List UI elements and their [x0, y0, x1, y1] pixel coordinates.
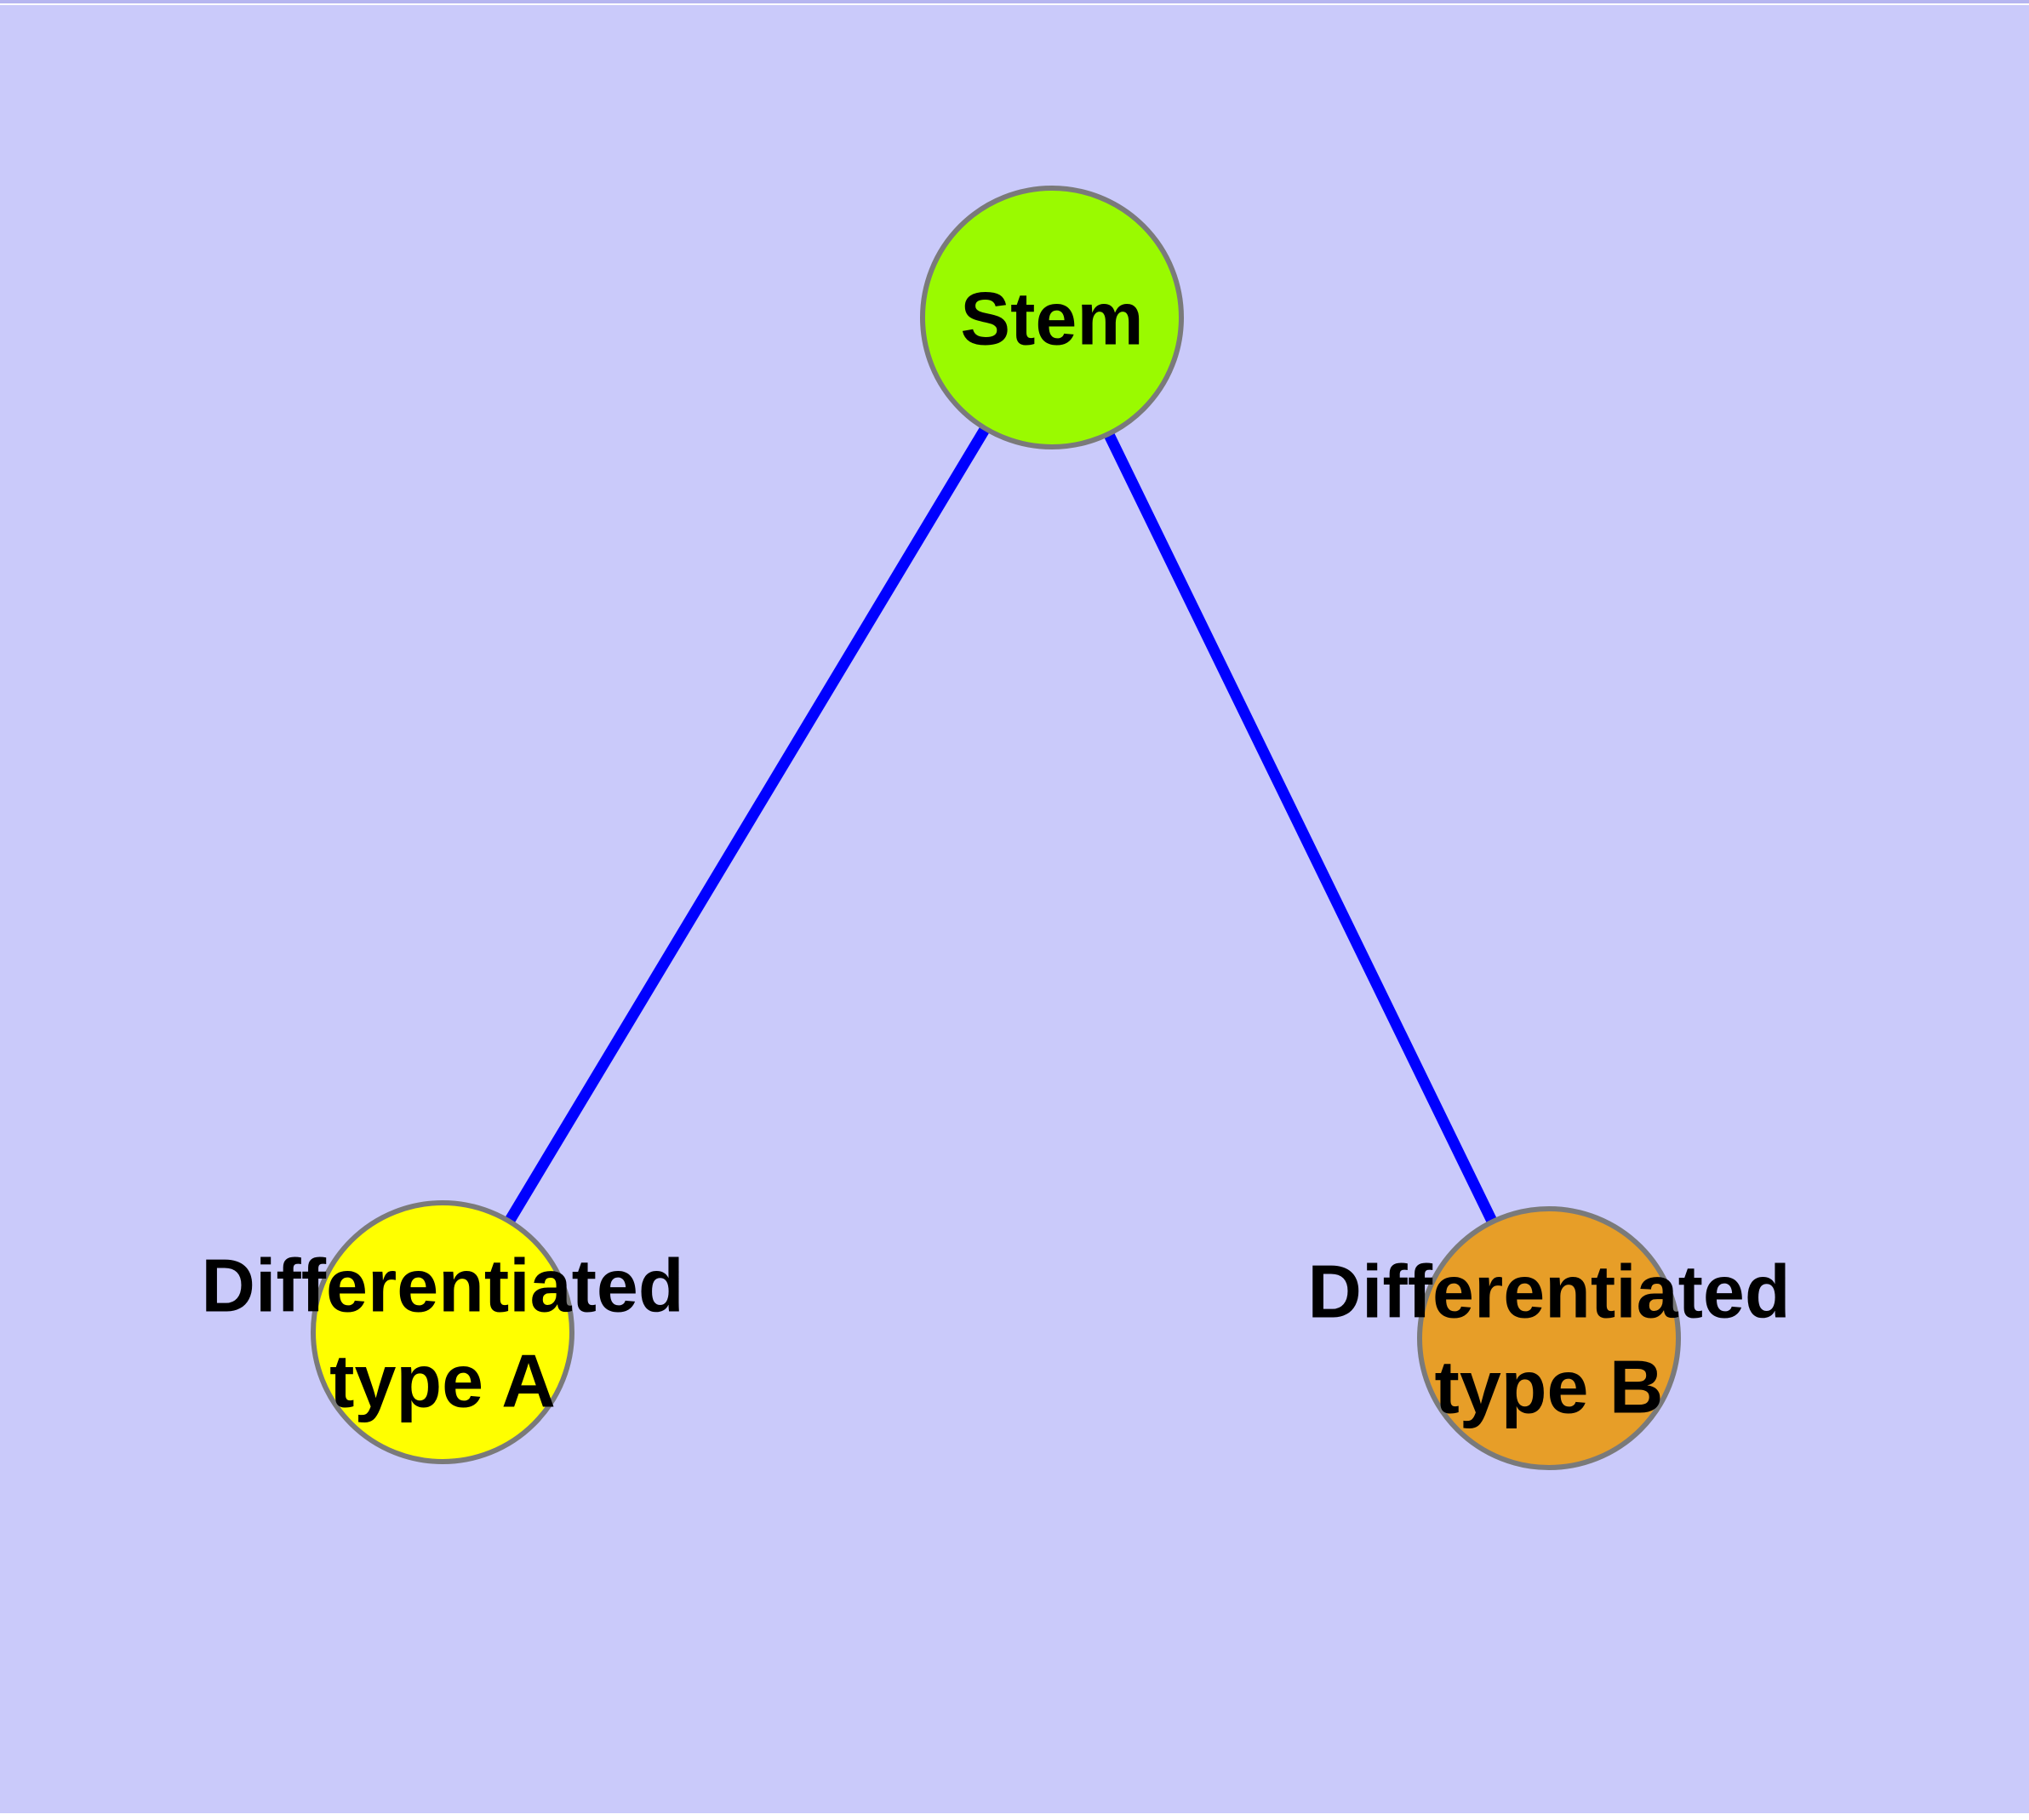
edge-stem-to-differentiated-type-a	[437, 314, 1057, 1336]
window-bottom-edge	[0, 1813, 2029, 1820]
node-differentiated-type-b	[1417, 1206, 1681, 1470]
window-top-edge-highlight	[0, 3, 2029, 5]
edge-stem-to-differentiated-type-b	[1047, 315, 1554, 1341]
window-top-edge	[0, 0, 2029, 3]
node-label-stem: Stem	[960, 277, 1143, 361]
node-differentiated-type-a	[311, 1200, 574, 1464]
node-stem	[920, 186, 1184, 449]
